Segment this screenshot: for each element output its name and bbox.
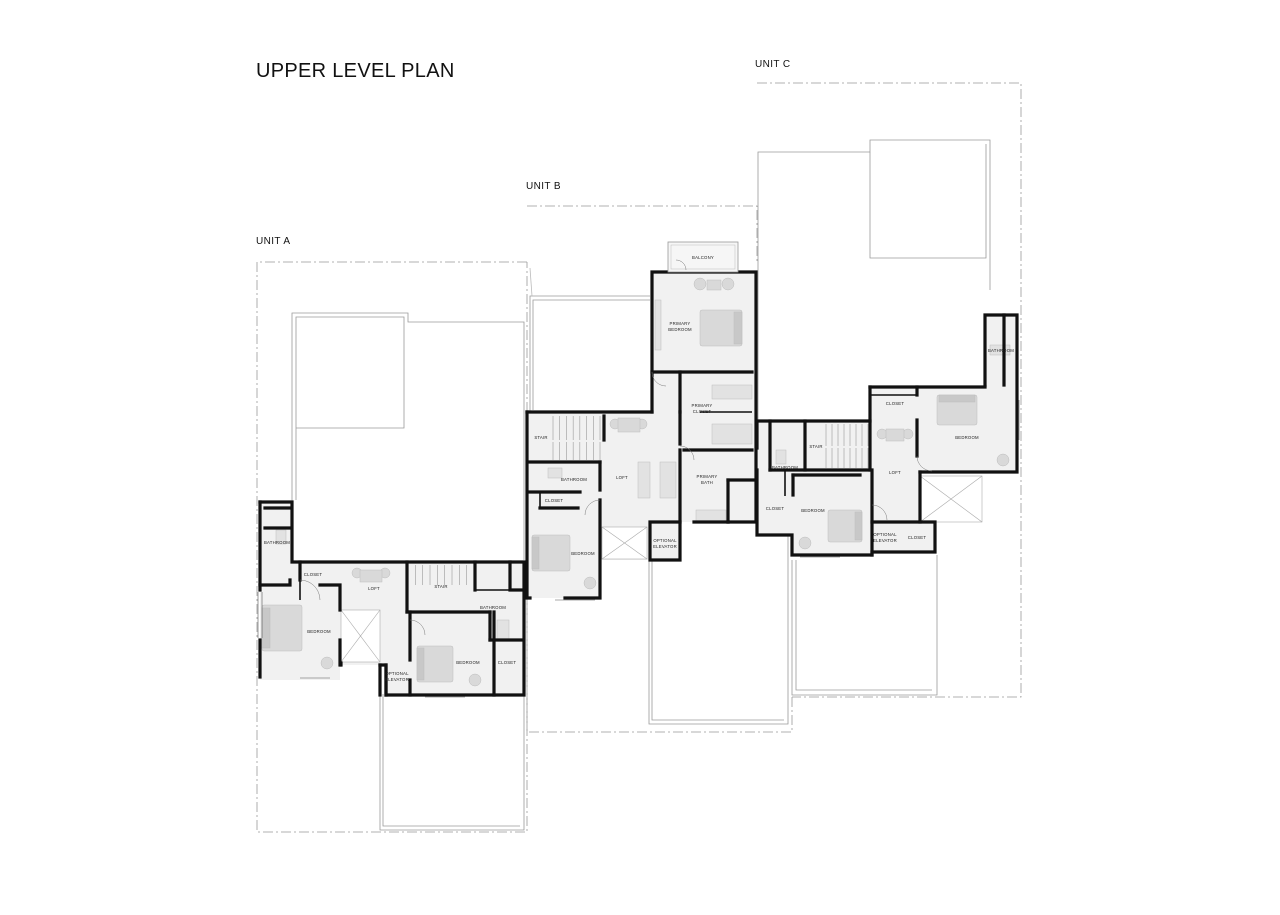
unit-b-lot-lower xyxy=(526,500,793,733)
room-label: PRIMARY xyxy=(692,403,713,408)
room-label: BATH xyxy=(701,480,713,485)
room-label: ELEVATOR xyxy=(385,677,409,682)
room-label: CLOSET xyxy=(886,401,905,406)
room-label: CLOSET xyxy=(766,506,785,511)
unit-b-terrace xyxy=(529,295,650,412)
room-label: PRIMARY xyxy=(670,321,691,326)
room-labels: BATHROOM CLOSET BEDROOM LOFT STAIR BATHR… xyxy=(264,255,1014,682)
room-label: BEDROOM xyxy=(801,508,825,513)
room-label: BATHROOM xyxy=(480,605,506,610)
unit-a-floor xyxy=(260,502,524,695)
unit-c-label: UNIT C xyxy=(755,59,791,70)
unit-a-lower-yard xyxy=(379,690,525,831)
room-label: BALCONY xyxy=(692,255,714,260)
room-label: LOFT xyxy=(368,586,380,591)
unit-a-lot-outline xyxy=(256,261,528,833)
void-boxes xyxy=(340,475,983,663)
room-label: LOFT xyxy=(616,475,628,480)
room-label: STAIR xyxy=(534,435,547,440)
unit-c-lot-outline xyxy=(757,82,1022,698)
unit-c-exterior-wall xyxy=(918,313,1019,474)
room-label: BATHROOM xyxy=(772,465,798,470)
terrace-outlines xyxy=(291,139,991,831)
room-label: CLOSET xyxy=(693,409,712,414)
room-label: ELEVATOR xyxy=(653,544,677,549)
furniture xyxy=(261,277,1011,687)
room-label: OPTIONAL xyxy=(873,532,897,537)
walls xyxy=(258,270,1019,697)
room-label: BEDROOM xyxy=(955,435,979,440)
room-label: CLOSET xyxy=(545,498,564,503)
room-label: CLOSET xyxy=(498,660,517,665)
room-label: STAIR xyxy=(809,444,822,449)
unit-c-lower-yard xyxy=(791,555,938,696)
unit-a-label: UNIT A xyxy=(256,236,291,247)
room-label: PRIMARY xyxy=(697,474,718,479)
room-label: CLOSET xyxy=(304,572,323,577)
room-label: STAIR xyxy=(434,584,447,589)
unit-b-lot-outline xyxy=(527,205,758,262)
room-label: BEDROOM xyxy=(668,327,692,332)
unit-b-lower-yard xyxy=(648,528,789,725)
unit-c-terrace xyxy=(757,139,991,290)
lot-outlines xyxy=(256,82,1022,833)
interior-partitions xyxy=(299,394,917,600)
room-label: BATHROOM xyxy=(988,348,1014,353)
unit-b-exterior-wall xyxy=(650,270,758,524)
unit-c-terrace-inner xyxy=(869,144,987,259)
room-label: BATHROOM xyxy=(264,540,290,545)
room-label: OPTIONAL xyxy=(653,538,677,543)
unit-a-terrace xyxy=(291,312,525,560)
windows xyxy=(257,400,1020,698)
room-label: BEDROOM xyxy=(571,551,595,556)
room-label: ELEVATOR xyxy=(873,538,897,543)
balcony xyxy=(667,241,739,273)
room-label: CLOSET xyxy=(908,535,927,540)
room-label: BEDROOM xyxy=(456,660,480,665)
room-label: BEDROOM xyxy=(307,629,331,634)
door-swings xyxy=(299,259,933,636)
unit-b-label: UNIT B xyxy=(526,181,561,192)
unit-a-terrace-inner xyxy=(295,316,405,500)
page-title: UPPER LEVEL PLAN xyxy=(256,60,455,82)
room-label: LOFT xyxy=(889,470,901,475)
room-label: BATHROOM xyxy=(561,477,587,482)
stairs xyxy=(407,416,869,585)
room-label: OPTIONAL xyxy=(385,671,409,676)
